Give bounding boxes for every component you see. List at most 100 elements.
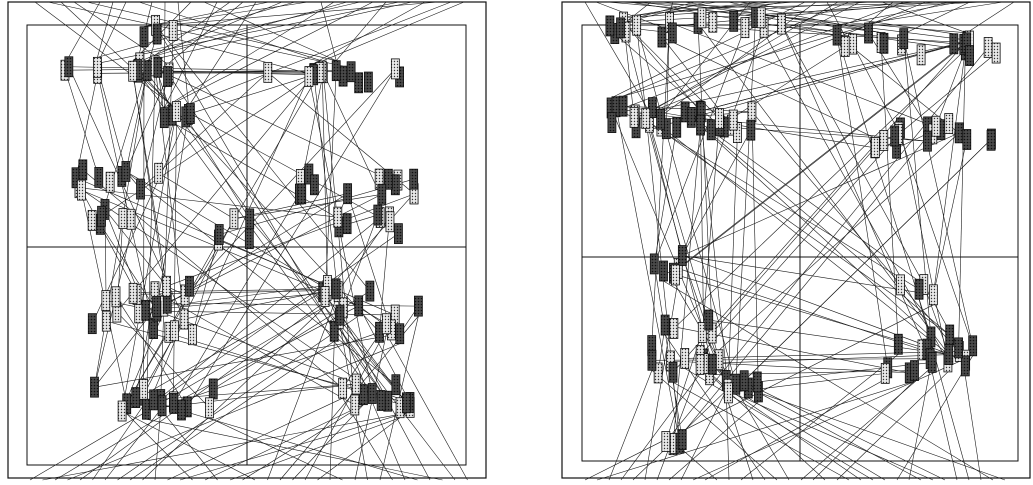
net-wire xyxy=(190,74,314,114)
cell-block xyxy=(649,253,659,275)
net-wire xyxy=(966,1,1015,34)
cell-block xyxy=(394,223,403,245)
net-wire xyxy=(115,296,188,408)
cell-block xyxy=(944,113,954,134)
cell-block xyxy=(731,373,741,395)
cell-block xyxy=(616,17,625,39)
net-wire xyxy=(781,23,931,359)
net-wire xyxy=(635,40,970,116)
net-wire xyxy=(173,332,380,404)
net-wire xyxy=(697,23,713,334)
cell-block xyxy=(78,159,88,181)
net-wire xyxy=(595,1,663,28)
net-wire xyxy=(672,125,701,445)
net-wire xyxy=(923,284,950,355)
cell-block xyxy=(350,394,360,416)
cell-block xyxy=(136,178,145,200)
cell-block xyxy=(697,322,707,343)
cell-block xyxy=(105,171,115,193)
net-wire xyxy=(358,305,411,403)
cell-block xyxy=(686,107,696,128)
net-wire xyxy=(97,1,400,64)
net-wire xyxy=(97,1,296,58)
net-wire xyxy=(313,73,341,316)
cell-block xyxy=(704,309,714,331)
net-wire xyxy=(691,117,932,338)
net-wire xyxy=(622,1,949,97)
net-wire xyxy=(139,62,388,402)
net-wire xyxy=(137,1,283,63)
net-wire xyxy=(668,401,759,481)
net-wire xyxy=(635,1,927,119)
cell-block xyxy=(848,33,858,55)
net-wire xyxy=(673,42,967,274)
cell-block xyxy=(660,314,670,336)
cell-block xyxy=(893,333,903,355)
net-wire xyxy=(672,44,965,373)
cell-block xyxy=(677,245,687,266)
net-wire xyxy=(143,1,309,28)
net-wire xyxy=(738,1,954,35)
net-wire xyxy=(92,405,144,481)
cell-block xyxy=(954,122,964,144)
net-wire xyxy=(735,393,862,481)
net-wire xyxy=(179,412,407,481)
cell-block xyxy=(367,383,377,404)
net-wire xyxy=(728,402,754,481)
net-wire xyxy=(132,71,168,304)
cell-block xyxy=(945,324,955,346)
net-wire xyxy=(726,126,937,381)
net-wire xyxy=(614,1,696,24)
net-wire xyxy=(97,1,114,58)
cell-block xyxy=(152,23,162,45)
cell-block xyxy=(931,115,941,137)
net-wire xyxy=(97,1,127,64)
net-wire xyxy=(868,1,1004,24)
cell-block xyxy=(381,313,391,335)
cell-block xyxy=(641,107,651,129)
net-wire xyxy=(81,189,138,295)
net-wire xyxy=(757,391,922,481)
cell-block xyxy=(142,60,152,82)
net-wire xyxy=(60,1,173,106)
cell-block xyxy=(320,286,330,307)
cell-block xyxy=(680,348,690,369)
net-wire xyxy=(354,333,387,481)
cell-block xyxy=(391,374,401,396)
net-wire xyxy=(142,306,326,481)
net-wire xyxy=(68,1,101,57)
net-wire xyxy=(82,169,343,389)
cell-block xyxy=(94,166,104,188)
cell-block xyxy=(657,26,667,48)
cell-block xyxy=(395,323,405,345)
net-wire xyxy=(965,375,982,481)
net-wire xyxy=(649,121,950,336)
cell-block xyxy=(159,107,169,129)
cell-block xyxy=(101,310,111,332)
cell-block xyxy=(111,286,121,308)
cell-block xyxy=(695,354,705,375)
cell-block xyxy=(896,274,905,296)
cell-block xyxy=(618,95,628,117)
net-wire xyxy=(143,1,439,28)
net-wire xyxy=(164,1,335,108)
net-wire xyxy=(146,418,443,481)
cell-block xyxy=(152,296,161,317)
cell-block xyxy=(668,361,678,383)
net-wire xyxy=(160,409,218,481)
cell-block xyxy=(413,295,423,317)
net-wire xyxy=(155,1,348,57)
net-wire xyxy=(610,107,729,390)
net-wire xyxy=(703,132,960,364)
net-wire xyxy=(660,125,950,355)
cell-block xyxy=(746,119,756,141)
net-wire xyxy=(168,74,389,402)
net-wire xyxy=(635,114,920,290)
net-wire xyxy=(132,71,167,287)
net-wire xyxy=(682,449,718,481)
cell-block xyxy=(747,101,757,123)
net-wire xyxy=(903,38,973,346)
cell-block xyxy=(402,392,411,414)
cell-block xyxy=(629,106,639,128)
cell-block xyxy=(605,15,615,37)
